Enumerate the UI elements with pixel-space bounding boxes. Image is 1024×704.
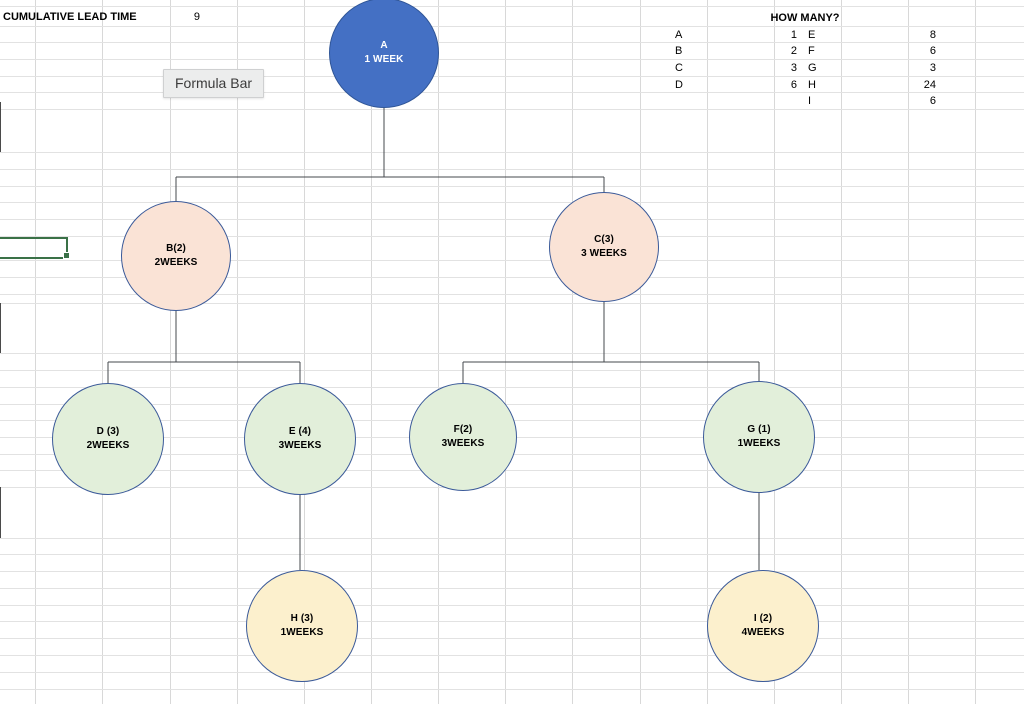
node-label-leadtime: 4WEEKS — [741, 627, 785, 638]
node-label-primary: G (1) — [747, 424, 771, 435]
cell-cumulative-lead-time-value[interactable]: 9 — [193, 11, 200, 23]
how-many-title[interactable]: HOW MANY? — [770, 12, 840, 24]
how-many-right-qty-1[interactable]: 6 — [929, 45, 936, 57]
node-label-primary: A — [380, 40, 388, 51]
how-many-right-qty-0[interactable]: 8 — [929, 29, 936, 41]
diagram-node-a[interactable]: A 1 WEEK — [329, 0, 439, 108]
how-many-right-item-4[interactable]: I — [808, 95, 812, 107]
node-label-leadtime: 2WEEKS — [86, 440, 130, 451]
how-many-right-item-2[interactable]: G — [808, 62, 817, 74]
how-many-left-item-1[interactable]: B — [675, 45, 683, 57]
node-label-leadtime: 3WEEKS — [441, 438, 485, 449]
diagram-node-g[interactable]: G (1) 1WEEKS — [703, 381, 815, 493]
how-many-left-qty-3[interactable]: 6 — [790, 79, 797, 91]
how-many-right-qty-4[interactable]: 6 — [929, 95, 936, 107]
how-many-right-item-1[interactable]: F — [808, 45, 815, 57]
node-label-primary: H (3) — [290, 613, 314, 624]
how-many-right-item-3[interactable]: H — [808, 79, 816, 91]
node-label-leadtime: 1 WEEK — [364, 54, 404, 65]
how-many-left-item-0[interactable]: A — [675, 29, 683, 41]
cell-cumulative-lead-time-label[interactable]: CUMULATIVE LEAD TIME — [3, 11, 137, 23]
diagram-node-f[interactable]: F(2) 3WEEKS — [409, 383, 517, 491]
diagram-node-e[interactable]: E (4) 3WEEKS — [244, 383, 356, 495]
how-many-left-item-2[interactable]: C — [675, 62, 683, 74]
how-many-left-qty-2[interactable]: 3 — [790, 62, 797, 74]
node-label-primary: F(2) — [453, 424, 473, 435]
node-label-leadtime: 3 WEEKS — [581, 248, 627, 259]
frozen-pane-edge-3 — [0, 487, 1, 538]
how-many-left-qty-1[interactable]: 2 — [790, 45, 797, 57]
node-label-leadtime: 1WEEKS — [280, 627, 324, 638]
node-label-primary: I (2) — [753, 613, 773, 624]
fill-handle[interactable] — [63, 252, 70, 259]
how-many-right-qty-2[interactable]: 3 — [929, 62, 936, 74]
active-cell-selection[interactable] — [0, 237, 68, 259]
how-many-right-item-0[interactable]: E — [808, 29, 816, 41]
node-label-primary: C(3) — [594, 234, 614, 245]
node-label-primary: E (4) — [288, 426, 312, 437]
node-label-leadtime: 1WEEKS — [737, 438, 781, 449]
node-label-primary: D (3) — [96, 426, 120, 437]
diagram-node-h[interactable]: H (3) 1WEEKS — [246, 570, 358, 682]
node-label-leadtime: 3WEEKS — [278, 440, 322, 451]
how-many-left-item-3[interactable]: D — [675, 79, 683, 91]
diagram-node-i[interactable]: I (2) 4WEEKS — [707, 570, 819, 682]
frozen-pane-edge-1 — [0, 102, 1, 152]
formula-bar-tooltip: Formula Bar — [163, 69, 265, 98]
node-label-primary: B(2) — [166, 243, 186, 254]
how-many-right-qty-3[interactable]: 24 — [923, 79, 936, 91]
how-many-left-qty-0[interactable]: 1 — [790, 29, 797, 41]
diagram-node-d[interactable]: D (3) 2WEEKS — [52, 383, 164, 495]
frozen-pane-edge-2 — [0, 303, 1, 353]
node-label-leadtime: 2WEEKS — [154, 257, 198, 268]
diagram-node-b[interactable]: B(2) 2WEEKS — [121, 201, 231, 311]
diagram-node-c[interactable]: C(3) 3 WEEKS — [549, 192, 659, 302]
